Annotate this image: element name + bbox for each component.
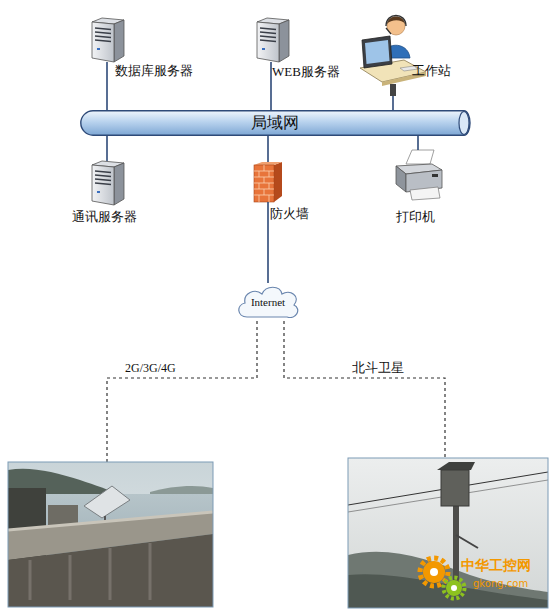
headset-mic — [386, 28, 391, 34]
pipe-end — [459, 112, 469, 135]
server-icon — [92, 161, 124, 205]
photo-ground — [8, 534, 213, 607]
firewall-icon — [254, 162, 282, 202]
server-icon — [257, 18, 289, 62]
link-line — [417, 136, 419, 150]
gear-teeth — [444, 578, 465, 599]
power-led — [262, 48, 265, 50]
desk-stand — [390, 84, 396, 96]
printer-paper — [406, 150, 434, 164]
photo-terminal-box — [441, 470, 469, 506]
network-label: 2G/3G/4G — [125, 362, 176, 376]
server-side — [114, 20, 124, 62]
photo-pole — [453, 505, 459, 585]
gear — [446, 580, 462, 596]
device-label: 打印机 — [396, 210, 435, 225]
pipe-body — [81, 111, 470, 135]
photo-bracket — [456, 535, 478, 548]
monitor — [362, 36, 392, 68]
power-led — [97, 191, 100, 193]
site-photo — [348, 458, 548, 608]
drive-bays — [260, 28, 276, 42]
workstation-node: 工作站 — [360, 6, 426, 96]
photo-frame — [8, 462, 213, 607]
satellite-link — [284, 321, 445, 458]
headset — [386, 16, 406, 27]
link-line — [267, 202, 269, 283]
photo-rail-top — [8, 512, 213, 530]
link-line — [270, 62, 272, 110]
server-side — [279, 20, 289, 62]
firewall-side — [274, 162, 282, 202]
printer-tray — [410, 187, 440, 200]
power-led — [97, 48, 100, 50]
monitor-screen — [365, 40, 390, 64]
drive-bays — [95, 28, 111, 42]
workstation-icon — [360, 16, 426, 97]
photo-sky — [8, 462, 213, 607]
gear-hole — [451, 585, 457, 591]
photo-solar-panel — [437, 462, 475, 470]
photo-hill — [348, 552, 548, 608]
server-icon — [92, 18, 124, 62]
printer-icon — [396, 150, 442, 200]
device-label: 通讯服务器 — [72, 210, 137, 225]
lan-bus: 局域网 — [80, 110, 470, 136]
server-front — [92, 22, 114, 62]
device-label: 工作站 — [412, 64, 451, 79]
internet-cloud: Internet — [235, 283, 301, 321]
watermark-logo — [420, 558, 465, 599]
photo-solar-panel — [84, 486, 130, 518]
server-front — [92, 165, 114, 205]
person-head — [387, 17, 405, 35]
printer-panel — [432, 174, 438, 177]
photo-posts — [30, 543, 150, 600]
device-label: 数据库服务器 — [115, 64, 193, 79]
link-line — [267, 136, 269, 162]
photo-fog — [348, 458, 548, 608]
photo-frame — [348, 458, 548, 608]
firewall-node: 防火墙 — [254, 162, 282, 202]
link-line — [392, 96, 394, 110]
gear-teeth — [420, 558, 448, 586]
node-title: Internet — [235, 283, 301, 321]
link-line — [106, 136, 108, 161]
printer-node: 打印机 — [394, 150, 442, 200]
server-node: 数据库服务器 — [88, 18, 126, 62]
brick-lines — [254, 165, 274, 202]
link-line — [106, 62, 108, 110]
server-node: 通讯服务器 — [88, 161, 126, 206]
gear-hole — [430, 568, 438, 576]
server-node: WEB服务器 — [253, 18, 289, 62]
gear — [423, 561, 445, 583]
drive-bays — [95, 171, 111, 185]
firewall-top — [254, 162, 282, 165]
site-photo — [8, 462, 213, 607]
server-front — [257, 22, 279, 62]
printer-side — [396, 166, 406, 192]
device-label: 防火墙 — [270, 207, 309, 222]
wireless-link — [107, 321, 257, 462]
watermark: 中华工控网 — [461, 557, 531, 573]
photo-near-hill — [348, 574, 548, 608]
firewall-front — [254, 165, 274, 202]
node-title: 局域网 — [80, 110, 470, 136]
server-side — [114, 163, 124, 205]
device-label: WEB服务器 — [272, 65, 340, 80]
network-label: 北斗卫星 — [352, 361, 404, 376]
watermark: gkong.com — [473, 578, 528, 590]
